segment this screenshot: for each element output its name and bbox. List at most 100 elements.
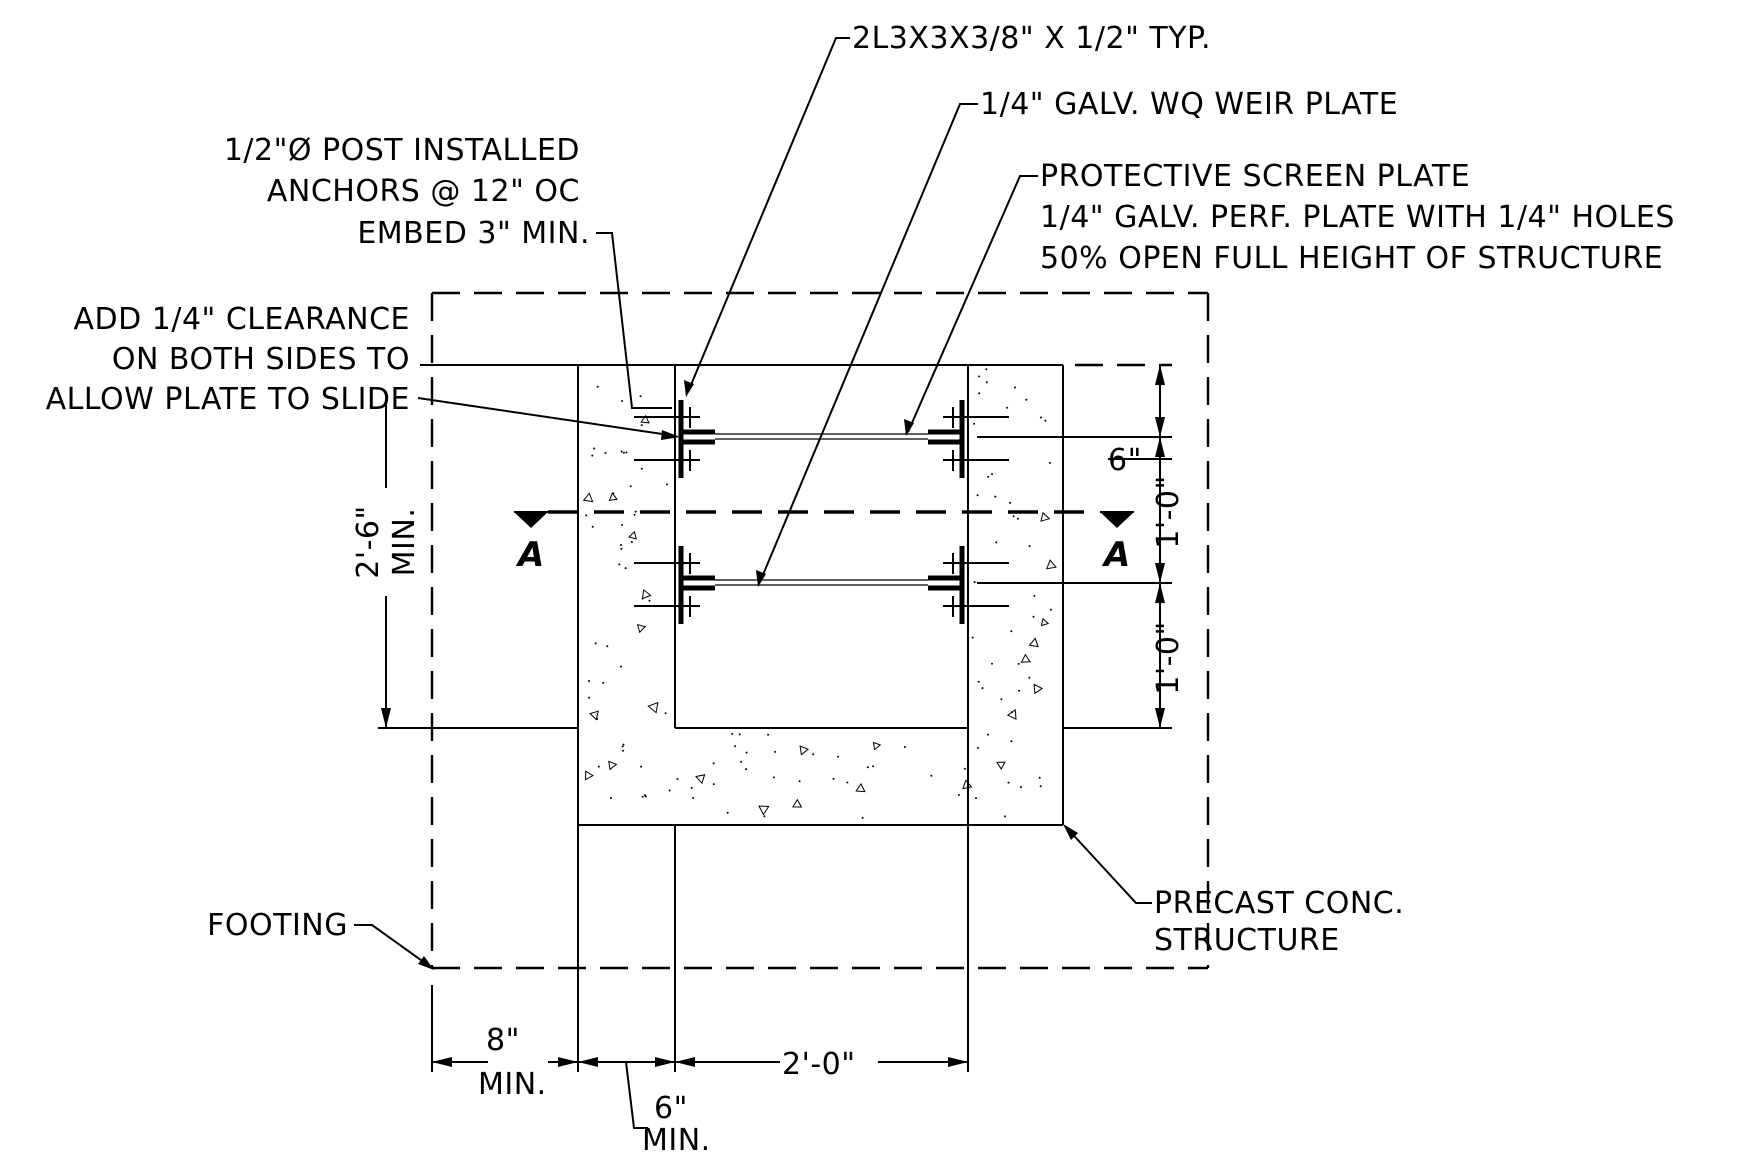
concrete-dot (622, 743, 625, 746)
label-anchors-line2: ANCHORS @ 12" OC (267, 174, 580, 209)
lower-angle-assembly (634, 546, 1009, 624)
concrete-dot (832, 777, 835, 780)
concrete-aggregate (608, 492, 618, 502)
concrete-dot (609, 797, 612, 799)
dim-footing-edge-note: MIN. (478, 1067, 547, 1102)
dim-height-total-note: MIN. (387, 508, 422, 577)
label-screen-line2: 1/4" GALV. PERF. PLATE WITH 1/4" HOLES (1040, 200, 1675, 235)
concrete-dot (861, 816, 864, 819)
concrete-dot (620, 547, 623, 550)
concrete-dot (1039, 416, 1042, 419)
concrete-dot (995, 541, 998, 544)
concrete-aggregate (1046, 559, 1057, 570)
concrete-dot (712, 783, 715, 786)
concrete-aggregate (695, 774, 706, 785)
concrete-dot (1025, 398, 1028, 401)
concrete-dot (625, 451, 628, 454)
concrete-dot (978, 392, 981, 395)
concrete-dot (994, 495, 997, 498)
label-precast-line2: STRUCTURE (1154, 923, 1340, 958)
label-screen-line1: PROTECTIVE SCREEN PLATE (1040, 159, 1470, 194)
concrete-dot (798, 780, 801, 783)
concrete-aggregate (608, 760, 618, 771)
concrete-dot (1000, 698, 1003, 701)
concrete-dot (622, 451, 625, 454)
concrete-aggregate (1006, 708, 1017, 720)
concrete-dot (726, 811, 729, 814)
label-clearance-line2: ON BOTH SIDES TO (112, 342, 410, 377)
concrete-dot (1004, 815, 1006, 818)
concrete-dot (640, 467, 643, 470)
concrete-dot (866, 766, 869, 769)
concrete-dot (588, 680, 590, 682)
concrete-aggregate (640, 414, 650, 424)
concrete-dot (633, 513, 636, 516)
concrete-aggregate (855, 782, 866, 793)
concrete-aggregate (1020, 653, 1031, 663)
concrete-dot (973, 581, 976, 584)
concrete-dot (1033, 594, 1036, 597)
concrete-aggregate (1040, 511, 1051, 522)
concrete-dot (640, 765, 643, 768)
leaders (354, 37, 1152, 970)
concrete-dot (1032, 615, 1035, 618)
concrete-aggregate (1028, 637, 1039, 648)
concrete-aggregate (584, 770, 595, 781)
concrete-dot (738, 733, 741, 736)
section-cut-line (514, 510, 1134, 528)
concrete-aggregate (872, 741, 882, 751)
section-label-left: A (515, 535, 544, 575)
concrete-dot (1038, 776, 1041, 779)
concrete-aggregate (582, 492, 594, 503)
concrete-dot (731, 732, 734, 735)
concrete-dot (1006, 406, 1009, 409)
concrete-dot (620, 450, 623, 453)
concrete-dot (585, 514, 588, 517)
concrete-dot (668, 789, 671, 792)
concrete-dot (666, 483, 668, 486)
concrete-dot (812, 753, 815, 756)
concrete-dot (643, 794, 646, 797)
concrete-aggregate (636, 624, 647, 634)
concrete-dot (963, 767, 966, 770)
dim-inside-width: 2'-0" (782, 1047, 856, 1082)
concrete-dot (1010, 740, 1013, 743)
concrete-aggregate (996, 761, 1006, 770)
concrete-dot (772, 776, 775, 779)
dim-footing-edge: 8" (486, 1023, 520, 1058)
concrete-dot (1010, 630, 1013, 633)
concrete-dot (872, 765, 875, 768)
concrete-dot (639, 395, 642, 398)
concrete-dot (1012, 515, 1015, 518)
concrete-dot (591, 454, 594, 457)
concrete-dot (648, 599, 651, 602)
precast-structure (378, 363, 1172, 826)
concrete-dot (620, 665, 623, 668)
concrete-aggregate (799, 745, 810, 756)
label-footing: FOOTING (207, 908, 348, 943)
concrete-dot (621, 400, 624, 402)
concrete-dot (596, 385, 599, 388)
concrete-dot (774, 750, 777, 753)
concrete-dot (745, 768, 748, 771)
label-precast-line1: PRECAST CONC. (1154, 886, 1404, 921)
label-anchors-line3: EMBED 3" MIN. (357, 216, 590, 251)
concrete-dot (987, 475, 990, 478)
footing-outline (430, 291, 1210, 970)
concrete-dot (1044, 419, 1047, 422)
concrete-dot (973, 422, 976, 425)
concrete-dot (620, 544, 622, 546)
concrete-dot (1014, 386, 1016, 389)
label-weir-plate: 1/4" GALV. WQ WEIR PLATE (980, 87, 1398, 122)
concrete-dot (1007, 781, 1010, 784)
concrete-dot (690, 786, 693, 789)
left-height-dimension (381, 392, 391, 728)
concrete-dot (763, 815, 766, 818)
concrete-dot (676, 778, 679, 780)
concrete-aggregate (628, 530, 637, 540)
concrete-dot (975, 797, 977, 800)
concrete-dot (1016, 517, 1019, 520)
dim-height-total: 2'-6" (351, 505, 386, 579)
concrete-dot (985, 381, 988, 384)
